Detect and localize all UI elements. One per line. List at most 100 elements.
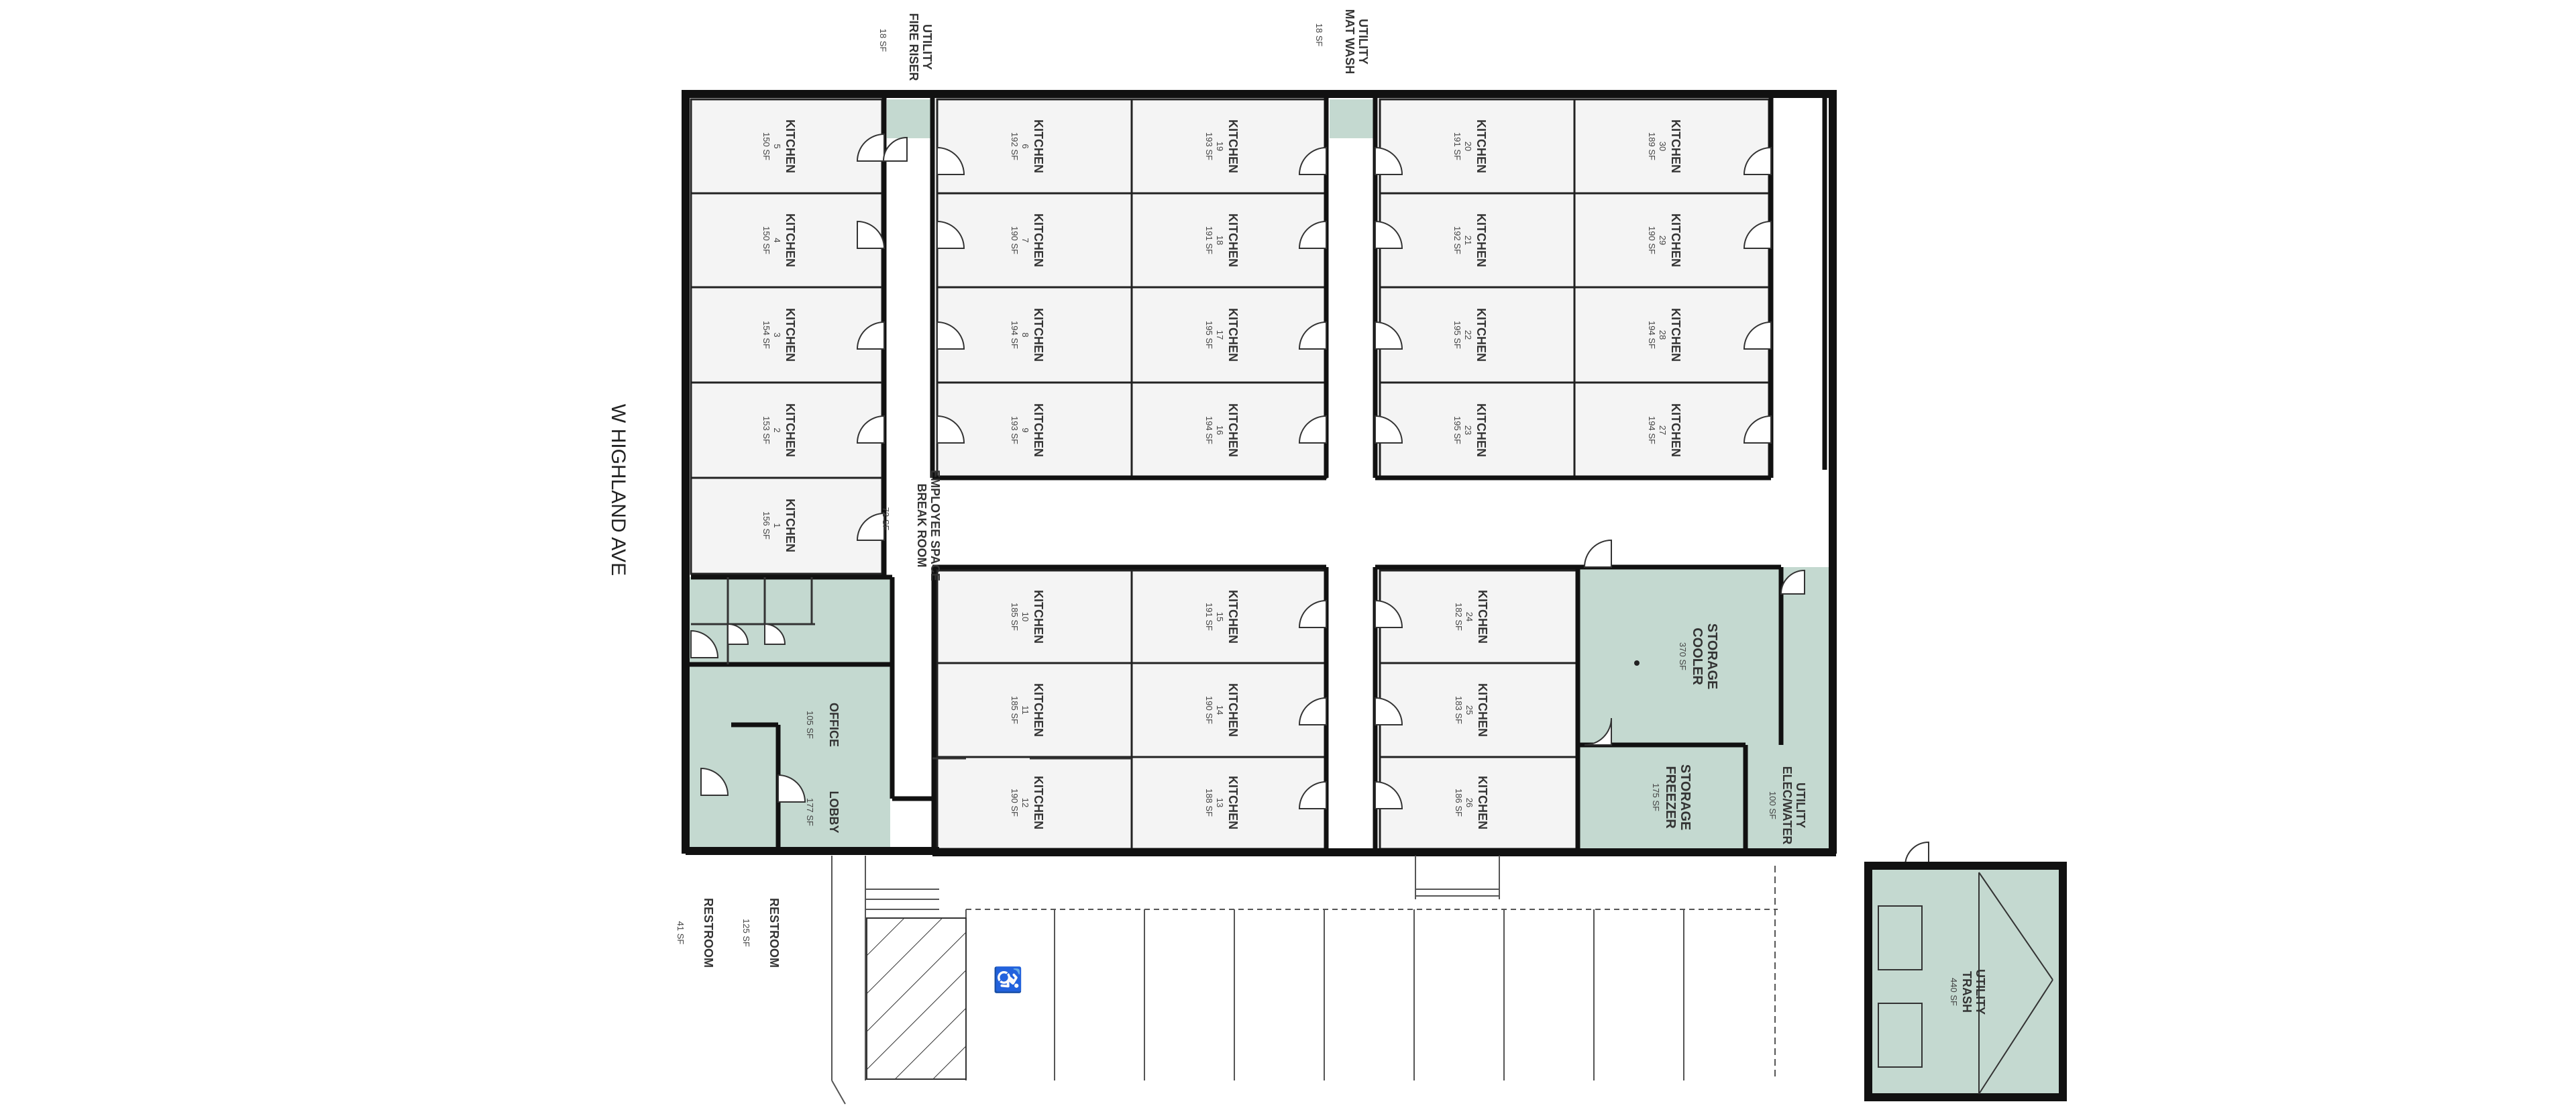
kitchen-22: [1379, 286, 1576, 384]
lobby-area: 177 SF: [805, 798, 815, 826]
kitchen-area: 183 SF: [1454, 696, 1464, 724]
kitchen-area: 190 SF: [1204, 696, 1214, 724]
kitchen-number: 20: [1463, 142, 1473, 151]
kitchen-label: KITCHEN: [1226, 119, 1240, 173]
kitchen-label: KITCHEN: [1476, 683, 1489, 737]
kitchen-number: 21: [1463, 236, 1473, 245]
kitchen-label: KITCHEN: [784, 403, 797, 457]
kitchen-2: [690, 381, 883, 479]
kitchen-area: 191 SF: [1204, 603, 1214, 631]
kitchen-label: KITCHEN: [1226, 213, 1240, 267]
kitchen-number: 1: [772, 523, 782, 527]
lobby-label: LOBBY: [827, 791, 841, 834]
accessible-parking-icon: ♿: [994, 965, 1022, 995]
kitchen-9: [936, 381, 1133, 479]
kitchen-area: 189 SF: [1647, 132, 1657, 160]
kitchen-10: [936, 569, 1133, 664]
kitchen-label: KITCHEN: [1032, 776, 1045, 829]
kitchen-area: 156 SF: [761, 511, 771, 540]
kitchen-area: 190 SF: [1010, 226, 1020, 254]
kitchen-label: KITCHEN: [1226, 683, 1240, 737]
kitchen-area: 150 SF: [761, 132, 771, 160]
kitchen-25: [1379, 662, 1579, 758]
kitchen-1: [690, 476, 883, 575]
kitchen-label: KITCHEN: [1032, 213, 1045, 267]
kitchen-label: KITCHEN: [1669, 213, 1682, 267]
storage-freezer-room: [1578, 745, 1746, 849]
kitchen-11: [936, 662, 1133, 758]
kitchen-area: 188 SF: [1204, 789, 1214, 817]
break-label-2: BREAK ROOM: [915, 484, 928, 568]
riser-area: 18 SF: [878, 29, 888, 52]
partition-walls: [691, 577, 1132, 760]
common-areas: [689, 99, 2063, 1097]
dumpster-2: [1878, 1003, 1923, 1068]
matwash-label-1: UTILITY: [1356, 19, 1370, 64]
kitchen-number: 23: [1463, 425, 1473, 435]
exterior-walls: [682, 90, 1837, 856]
kitchen-area: 190 SF: [1010, 789, 1020, 817]
mat-wash-room: [1330, 99, 1375, 138]
kitchen-label: KITCHEN: [1226, 403, 1240, 457]
kitchen-label: KITCHEN: [1032, 308, 1045, 362]
cooler-area: 370 SF: [1678, 642, 1688, 670]
kitchen-label: KITCHEN: [1474, 119, 1488, 173]
kitchen-label: KITCHEN: [784, 308, 797, 362]
kitchen-14: [1130, 662, 1328, 758]
kitchen-label: KITCHEN: [1474, 213, 1488, 267]
kitchen-number: 10: [1020, 612, 1030, 621]
kitchen-area: 195 SF: [1452, 416, 1462, 444]
kitchen-number: 3: [772, 332, 782, 337]
kitchen-number: 22: [1463, 330, 1473, 340]
fire-riser-room: [887, 99, 932, 138]
kitchen-12: [936, 756, 1133, 850]
elec-area: 100 SF: [1768, 791, 1778, 819]
kitchen-3: [690, 286, 883, 384]
kitchen-area: 193 SF: [1204, 132, 1214, 160]
kitchen-number: 14: [1215, 705, 1225, 715]
matwash-area: 18 SF: [1314, 23, 1324, 47]
kitchen-number: 27: [1658, 425, 1668, 435]
kitchen-number: 16: [1215, 425, 1225, 435]
break-area: 72 SF: [881, 507, 891, 531]
kitchen-label: KITCHEN: [784, 119, 797, 173]
room-labels: KITCHEN 5 150 SF KITCHEN 4 150 SF KITCHE…: [676, 9, 1987, 1015]
kitchen-number: 25: [1464, 705, 1474, 715]
cooler-label-1: STORAGE: [1705, 623, 1719, 690]
kitchen-18: [1130, 192, 1328, 289]
kitchen-area: 191 SF: [1204, 226, 1214, 254]
kitchen-number: 15: [1215, 612, 1225, 621]
kitchen-number: 11: [1020, 705, 1030, 715]
kitchen-area: 194 SF: [1647, 416, 1657, 444]
office-label: OFFICE: [827, 703, 841, 747]
kitchen-number: 18: [1215, 236, 1225, 245]
break-label-1: EMPLOYEE SPACE: [928, 470, 942, 581]
kitchen-number: 29: [1658, 236, 1668, 245]
kitchen-number: 26: [1464, 798, 1474, 807]
kitchen-area: 192 SF: [1452, 226, 1462, 254]
kitchen-area: 185 SF: [1010, 603, 1020, 631]
kitchen-area: 150 SF: [761, 226, 771, 254]
kitchen-area: 154 SF: [761, 321, 771, 349]
kitchen-label: KITCHEN: [1032, 119, 1045, 173]
kitchen-26: [1379, 756, 1579, 850]
kitchen-number: 13: [1215, 798, 1225, 807]
kitchen-label: KITCHEN: [1474, 308, 1488, 362]
kitchen-area: 193 SF: [1010, 416, 1020, 444]
elec-label-1: UTILITY: [1794, 783, 1807, 828]
trash-label-2: TRASH: [1960, 971, 1974, 1013]
lobby-office-area: [689, 577, 890, 849]
kitchen-number: 8: [1020, 332, 1030, 337]
kitchen-number: 4: [772, 238, 782, 242]
floor-drain: [1634, 660, 1640, 666]
kitchen-label: KITCHEN: [1032, 683, 1045, 737]
kitchen-number: 28: [1658, 330, 1668, 340]
kitchen-label: KITCHEN: [784, 499, 797, 552]
door-swings: [690, 133, 1929, 866]
kitchen-17: [1130, 286, 1328, 384]
kitchen-label: KITCHEN: [1032, 403, 1045, 457]
kitchen-label: KITCHEN: [1226, 590, 1240, 644]
kitchen-8: [936, 286, 1133, 384]
kitchen-number: 19: [1215, 142, 1225, 151]
kitchen-label: KITCHEN: [1474, 403, 1488, 457]
